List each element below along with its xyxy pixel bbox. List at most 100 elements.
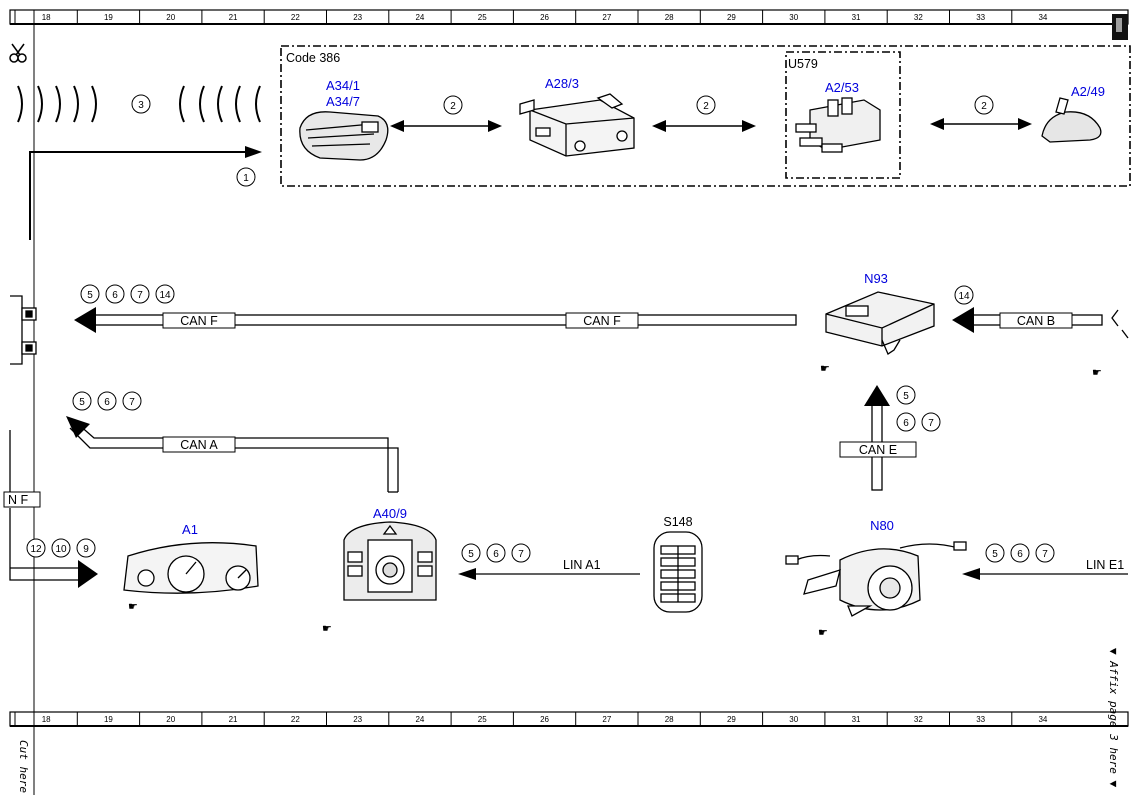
ref-circle-3: 3 xyxy=(131,94,151,114)
label-n80: N80 xyxy=(870,518,894,533)
can-f-label-left: CAN F xyxy=(162,312,236,329)
label-a40-9: A40/9 xyxy=(373,506,407,521)
ruler-label: 24 xyxy=(415,715,424,724)
left-connector xyxy=(10,295,37,365)
lin-a1-bus: LIN A1 xyxy=(458,558,640,580)
bidirectional-arrow xyxy=(930,118,1032,130)
ruler-label: 24 xyxy=(415,13,424,22)
label-a1: A1 xyxy=(182,522,198,537)
svg-text:2: 2 xyxy=(703,101,709,112)
svg-text:CAN B: CAN B xyxy=(1017,314,1055,328)
svg-text:CAN A: CAN A xyxy=(180,438,218,452)
ruler-label: 34 xyxy=(1038,13,1047,22)
ref-circle-14: 14 xyxy=(954,285,974,305)
ruler-label: 25 xyxy=(478,13,487,22)
ruler-label: 32 xyxy=(914,13,923,22)
svg-text:14: 14 xyxy=(159,290,171,301)
svg-text:3: 3 xyxy=(138,100,144,111)
label-a34-7: A34/7 xyxy=(326,94,360,109)
ruler-label: 23 xyxy=(353,715,362,724)
can-b-bus: CAN B xyxy=(952,307,1103,333)
svg-text:N F: N F xyxy=(8,493,29,507)
svg-text:LIN A1: LIN A1 xyxy=(563,558,601,572)
ref-circles-5-6-7: 5 6 7 xyxy=(72,391,142,411)
ruler-label: 33 xyxy=(976,715,985,724)
ruler-label: 20 xyxy=(166,13,175,22)
svg-text:9: 9 xyxy=(83,544,89,555)
arrowhead xyxy=(245,146,262,158)
instrument-cluster-icon xyxy=(123,542,259,594)
ruler-label: 33 xyxy=(976,13,985,22)
partial-can-f-label: N F xyxy=(3,491,41,508)
ruler-label: 22 xyxy=(291,715,300,724)
ruler-label: 23 xyxy=(353,13,362,22)
svg-text:CAN F: CAN F xyxy=(583,314,621,328)
ruler-label: 32 xyxy=(914,715,923,724)
ref-circles-5-6-7-14: 5 6 7 14 xyxy=(80,284,175,304)
ruler-label: 18 xyxy=(42,13,51,22)
svg-text:12: 12 xyxy=(30,544,42,555)
ruler-label: 30 xyxy=(789,715,798,724)
svg-text:LIN E1: LIN E1 xyxy=(1086,558,1124,572)
ruler-label: 31 xyxy=(852,715,861,724)
code-386-label: Code 386 xyxy=(286,51,340,65)
ruler-label: 25 xyxy=(478,715,487,724)
ruler-label: 29 xyxy=(727,13,736,22)
u579-box xyxy=(785,51,901,179)
antenna-splitter-icon xyxy=(795,97,881,153)
note-hand-icon: ☛ xyxy=(1092,367,1102,379)
note-hand-icon: ☛ xyxy=(128,601,138,613)
ruler-label: 31 xyxy=(852,13,861,22)
note-hand-icon: ☛ xyxy=(322,623,332,635)
cut-here-label: Cut here xyxy=(17,740,30,793)
ruler-label: 34 xyxy=(1038,715,1047,724)
key-fob-icon xyxy=(299,111,389,161)
ref-circles-12-10-9: 12 10 9 xyxy=(26,538,96,558)
svg-text:5: 5 xyxy=(87,290,93,301)
ruler-label: 26 xyxy=(540,13,549,22)
can-a-bus: CAN A xyxy=(66,416,399,493)
svg-text:5: 5 xyxy=(992,549,998,560)
ref-circle-1: 1 xyxy=(236,167,256,187)
svg-text:7: 7 xyxy=(129,397,135,408)
svg-text:5: 5 xyxy=(903,391,909,402)
ruler-label: 27 xyxy=(602,13,611,22)
radio-waves-left xyxy=(17,85,97,123)
top-ruler xyxy=(9,9,1129,25)
steering-column-module-icon xyxy=(785,541,967,617)
audio-control-unit-icon xyxy=(343,521,437,601)
svg-text:7: 7 xyxy=(518,549,524,560)
ref-circles-5-6-7: 5 6 7 xyxy=(985,543,1055,563)
roof-antenna-icon xyxy=(1041,97,1102,143)
ruler-label: 28 xyxy=(665,13,674,22)
note-hand-icon: ☛ xyxy=(820,363,830,375)
can-f-label-right: CAN F xyxy=(565,312,639,329)
ruler-label: 19 xyxy=(104,715,113,724)
svg-text:6: 6 xyxy=(1017,549,1023,560)
svg-text:5: 5 xyxy=(468,549,474,560)
ruler-label: 22 xyxy=(291,13,300,22)
ruler-label: 30 xyxy=(789,13,798,22)
bus-to-a1 xyxy=(9,508,98,588)
label-n93: N93 xyxy=(864,271,888,286)
ref-circle-2: 2 xyxy=(974,95,994,115)
ref-circle-2: 2 xyxy=(696,95,716,115)
switch-panel-icon xyxy=(653,531,703,613)
svg-text:7: 7 xyxy=(928,418,934,429)
svg-text:6: 6 xyxy=(112,290,118,301)
code-386-box xyxy=(280,45,1131,187)
lin-e1-bus: LIN E1 xyxy=(962,558,1128,580)
bidirectional-arrow xyxy=(390,120,502,132)
ref-circle-2: 2 xyxy=(443,95,463,115)
antenna-amplifier-icon xyxy=(519,93,635,157)
ruler-label: 29 xyxy=(727,715,736,724)
ruler-label: 21 xyxy=(229,13,238,22)
svg-text:CAN F: CAN F xyxy=(180,314,218,328)
bottom-ruler xyxy=(9,711,1129,727)
bidirectional-arrow xyxy=(652,120,756,132)
label-a34-1: A34/1 xyxy=(326,78,360,93)
label-a2-53: A2/53 xyxy=(825,80,859,95)
note-hand-icon: ☛ xyxy=(818,627,828,639)
svg-text:2: 2 xyxy=(981,101,987,112)
